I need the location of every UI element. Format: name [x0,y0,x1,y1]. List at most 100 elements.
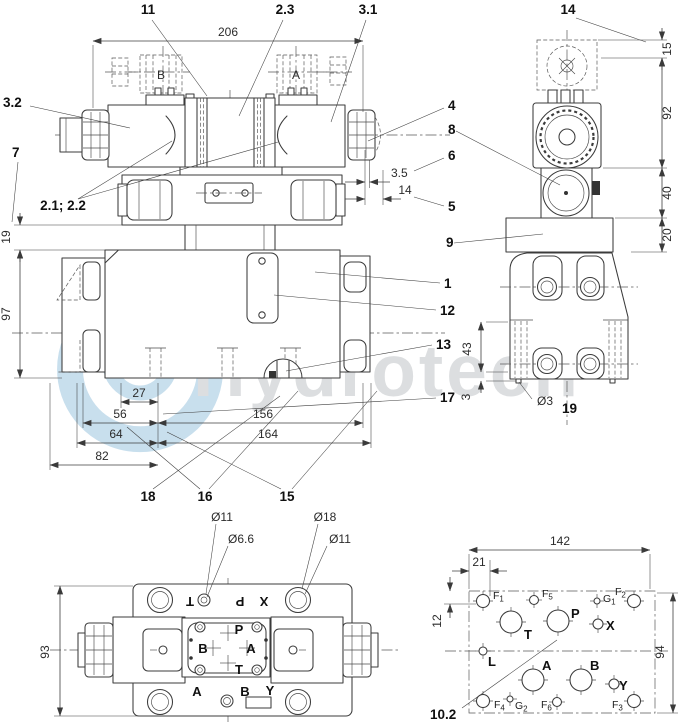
callout-2-1-2-2: 2.1; 2.2 [40,198,86,213]
dim-dia3: Ø3 [537,394,553,408]
bolt-label-g1: G1 [603,593,616,607]
solenoid-label-b: B [157,68,165,82]
callout-1: 1 [444,276,452,291]
callout-14: 14 [560,2,576,17]
iface-port-l: L [488,654,496,669]
callout-19: 19 [562,401,577,416]
iface-port-t: T [524,627,532,642]
port-top-t: T [186,594,194,609]
port-bot-a: A [192,684,202,699]
interface-plate [468,590,656,714]
main-stage [117,166,346,226]
dim-20: 20 [660,228,674,242]
dim-93: 93 [38,645,52,659]
side-adapter-block [505,217,614,253]
right-plug-phantom [276,54,347,94]
bolt-label-f2: F2 [615,586,626,600]
port-mid-t: T [235,662,243,677]
dim-3-5: 3.5 [391,166,408,180]
interface-holes [473,591,644,711]
port-bot-b: B [240,684,249,699]
callout-8: 8 [448,122,456,137]
nameplate [246,252,279,324]
dim-92: 92 [660,106,674,120]
bolt-label-f6: F6 [541,699,552,713]
solenoid-label-a: A [292,68,300,82]
mounting-holes [146,586,312,716]
port-mid-p: P [235,622,244,637]
port-bot-y: Y [266,683,275,698]
left-plug-phantom [111,54,183,94]
pilot-valve [184,93,276,169]
right-retaining-nut [347,109,381,161]
callout-3-2: 3.2 [3,95,22,110]
port-top-p: P [235,594,244,609]
side-pilot-block [540,167,600,219]
callout-5: 5 [448,199,456,214]
front-dimensions: 206 19 97 3.5 14 27 56 156 64 164 82 [0,25,412,470]
side-main-body [500,252,638,384]
gasket-pattern [181,617,271,678]
dim-82: 82 [95,449,109,463]
side-view [500,30,638,425]
bottom-view: T P X P B A T A B Y [50,578,400,722]
bolt-label-f5: F5 [542,588,553,602]
right-solenoid [274,104,346,168]
iface-port-b: B [590,658,599,673]
dim-94: 94 [653,645,667,659]
callout-2-3: 2.3 [276,2,295,17]
dim-27: 27 [132,386,146,400]
bolt-label-f1: F1 [493,590,504,604]
left-retaining-nut [59,109,110,161]
pilot-hole [197,593,211,607]
interface-view: F1 F5 G1 F2 F4 G2 F6 F3 T P X L A B Y 14… [430,534,678,722]
dim-dia18: Ø18 [314,510,337,524]
bottom-left-solenoid [77,616,186,684]
callout-3-1: 3.1 [359,2,378,17]
dim-43: 43 [460,342,474,356]
callout-16: 16 [197,489,213,504]
callout-17: 17 [440,390,455,405]
callout-10-2: 10.2 [430,707,456,722]
callout-11: 11 [141,2,156,17]
dim-21: 21 [472,555,486,569]
side-dimensions: 15 92 40 20 43 3 Ø3 14 8 9 19 [446,2,674,416]
callout-6: 6 [448,148,456,163]
bolt-label-f4: F4 [494,699,505,713]
dim-206: 206 [218,25,238,39]
dim-142: 142 [550,534,570,548]
dim-15: 15 [660,42,674,56]
locating-pin [515,378,522,384]
callout-7: 7 [12,145,20,160]
callout-4: 4 [448,98,456,113]
dim-64: 64 [109,427,123,441]
front-callouts: 11 2.3 3.1 3.2 7 2.1; 2.2 4 6 5 1 12 13 … [3,2,456,504]
port-mid-a: A [246,641,256,656]
dim-56: 56 [113,407,127,421]
dim-164: 164 [258,427,278,441]
callout-13: 13 [436,337,452,352]
bottom-right-solenoid [270,616,379,684]
callout-9: 9 [446,235,454,250]
iface-port-a: A [542,658,552,673]
iface-port-x: X [606,618,615,633]
dim-19: 19 [0,230,13,244]
iface-port-y: Y [619,678,628,693]
callout-12: 12 [440,303,455,318]
dim-dia11-b: Ø11 [329,532,351,546]
port-top-x: X [259,594,268,609]
bolt-label-g2: G2 [515,700,528,714]
callout-18: 18 [140,489,156,504]
dim-40: 40 [660,186,674,200]
front-view: B A [12,46,450,379]
dim-3: 3 [459,393,473,400]
iface-port-p: P [571,606,580,621]
side-solenoid [532,102,602,169]
main-body [56,249,371,379]
dim-97: 97 [0,307,13,321]
dim-dia11-a: Ø11 [211,510,233,524]
valve-neck [184,224,276,251]
bolt-label-f3: F3 [612,699,623,713]
